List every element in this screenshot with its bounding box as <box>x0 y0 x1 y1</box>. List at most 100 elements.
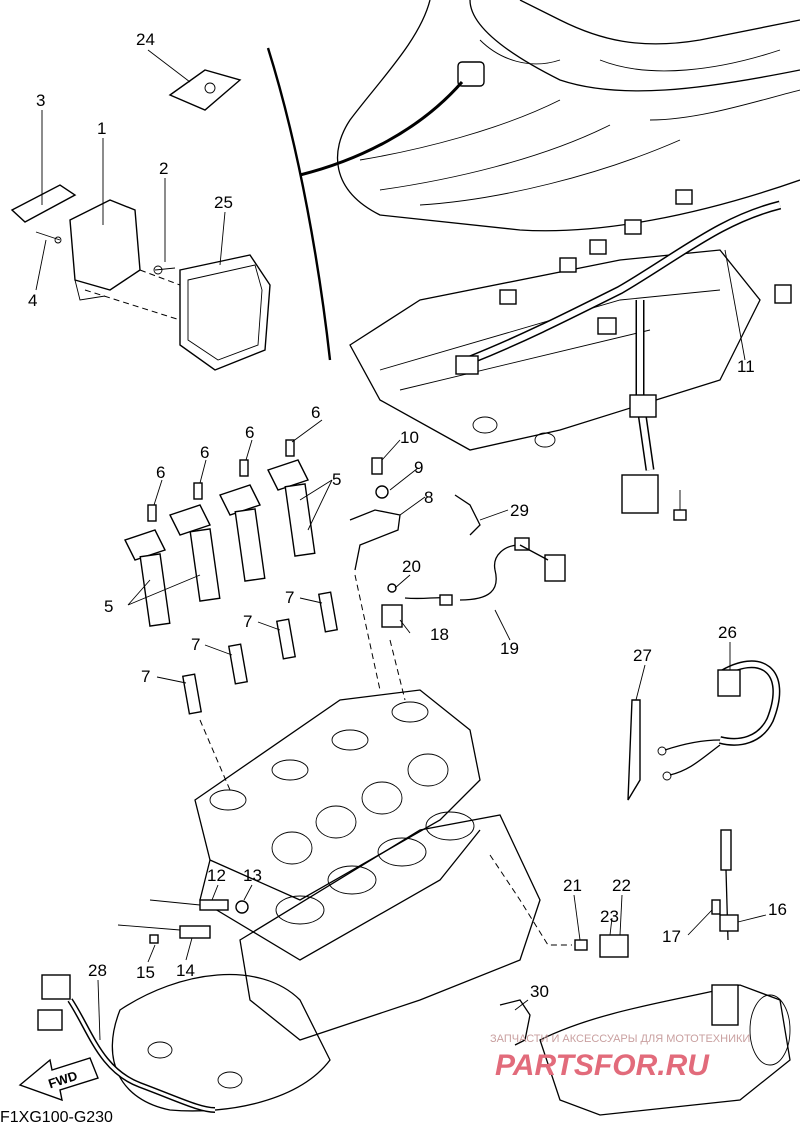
watermark: ЗАПЧАСТИ И АКСЕССУАРЫ ДЛЯ МОТОТЕХНИКИ PA… <box>490 1033 750 1082</box>
callout-20: 20 <box>402 557 421 576</box>
band-29 <box>454 494 481 536</box>
callout-19: 19 <box>500 639 519 658</box>
bracket-8 <box>349 509 401 571</box>
callout-22: 22 <box>612 876 631 895</box>
callouts: 24 3 1 2 25 4 11 6 6 6 6 10 9 5 8 29 5 2… <box>28 30 787 1001</box>
watermark-logo: PARTSFOR.RU <box>495 1049 710 1082</box>
sensor-12 <box>199 899 229 911</box>
connector-icon <box>675 189 693 205</box>
callout-8: 8 <box>424 488 433 507</box>
lead-wire-19 <box>544 554 566 582</box>
bolt-icon <box>149 934 159 944</box>
connector-icon <box>499 289 517 305</box>
callout-30: 30 <box>530 982 549 1001</box>
plate-3 <box>10 184 77 223</box>
callout-1: 1 <box>97 119 106 138</box>
connector-icon <box>514 537 530 551</box>
ignition-coil <box>219 484 266 582</box>
connector-icon <box>41 974 71 1000</box>
bolt-icon <box>673 509 687 521</box>
connector-icon <box>37 1009 63 1031</box>
bolt-icon <box>285 439 295 457</box>
cable-tie-27 <box>627 699 641 801</box>
connector-icon <box>624 219 642 235</box>
bolt-icon <box>147 504 157 522</box>
screw-icon <box>711 899 721 915</box>
callout-13: 13 <box>243 866 262 885</box>
callout-7d: 7 <box>141 667 150 686</box>
connector-icon <box>589 239 607 255</box>
wire-harness <box>455 189 792 521</box>
callout-5b: 5 <box>104 597 113 616</box>
harness-28 <box>37 974 216 1113</box>
callout-6b: 6 <box>245 423 254 442</box>
callout-7a: 7 <box>285 588 294 607</box>
callout-7c: 7 <box>191 635 200 654</box>
spark-plug-icon <box>317 591 339 633</box>
callout-24: 24 <box>136 30 155 49</box>
washer-icon <box>235 900 249 914</box>
callout-14: 14 <box>176 961 195 980</box>
harness-plug-icon <box>621 474 659 514</box>
fwd-arrow: FWD <box>18 1057 99 1102</box>
grommet-icon <box>204 82 216 94</box>
callout-18: 18 <box>430 625 449 644</box>
leader-lines <box>35 49 767 1041</box>
callout-11: 11 <box>737 357 755 376</box>
callout-5a: 5 <box>332 470 341 489</box>
callout-2: 2 <box>159 159 168 178</box>
watermark-line1: ЗАПЧАСТИ И АКСЕССУАРЫ ДЛЯ МОТОТЕХНИКИ <box>490 1033 750 1045</box>
callout-10: 10 <box>400 428 419 447</box>
connector-icon <box>597 317 617 335</box>
spark-plug-icon <box>275 618 297 660</box>
callout-16: 16 <box>768 900 787 919</box>
sensor-18 <box>381 604 403 628</box>
ignition-coil <box>267 459 316 557</box>
callout-15: 15 <box>136 963 155 982</box>
ecu-25 <box>179 254 271 371</box>
drawing-code: F1XG100-G230 <box>0 1109 113 1125</box>
callout-4: 4 <box>28 291 37 310</box>
connector-icon <box>455 355 479 375</box>
callout-21: 21 <box>563 876 582 895</box>
throttle-group <box>489 829 791 1116</box>
callout-6a: 6 <box>311 403 320 422</box>
connector-icon <box>717 669 741 697</box>
callout-27: 27 <box>633 646 652 665</box>
callout-28: 28 <box>88 961 107 980</box>
clip-30 <box>499 999 531 1046</box>
callout-7b: 7 <box>243 612 252 631</box>
callout-29: 29 <box>510 501 529 520</box>
washer-icon <box>375 485 389 499</box>
sensor-16 <box>719 914 739 932</box>
spark-plug-icon <box>181 673 203 715</box>
ignition-coil <box>169 504 221 602</box>
connector-icon <box>774 284 792 304</box>
engine-frame <box>349 249 761 451</box>
callout-3: 3 <box>36 91 45 110</box>
spark-plugs <box>181 591 339 715</box>
callout-23: 23 <box>600 907 619 926</box>
ecu-group <box>10 69 271 371</box>
spark-plug-icon <box>227 643 249 685</box>
bolt-icon <box>371 457 383 475</box>
ignition-coils <box>124 439 316 627</box>
callout-25: 25 <box>214 193 233 212</box>
right-parts <box>627 660 781 801</box>
callout-9: 9 <box>414 458 423 477</box>
terminal-icon <box>657 746 667 756</box>
connector-icon <box>720 829 732 871</box>
callout-6c: 6 <box>200 443 209 462</box>
bolt-icon <box>193 482 203 500</box>
bolt-icon <box>239 459 249 477</box>
screw-icon <box>54 236 62 244</box>
callout-17: 17 <box>662 927 681 946</box>
hull-illustration <box>266 0 800 361</box>
connector-icon <box>439 594 453 606</box>
bracket-1 <box>69 199 141 291</box>
callout-26: 26 <box>718 623 737 642</box>
callout-12: 12 <box>207 866 226 885</box>
callout-6d: 6 <box>156 463 165 482</box>
screw-icon <box>153 265 163 275</box>
